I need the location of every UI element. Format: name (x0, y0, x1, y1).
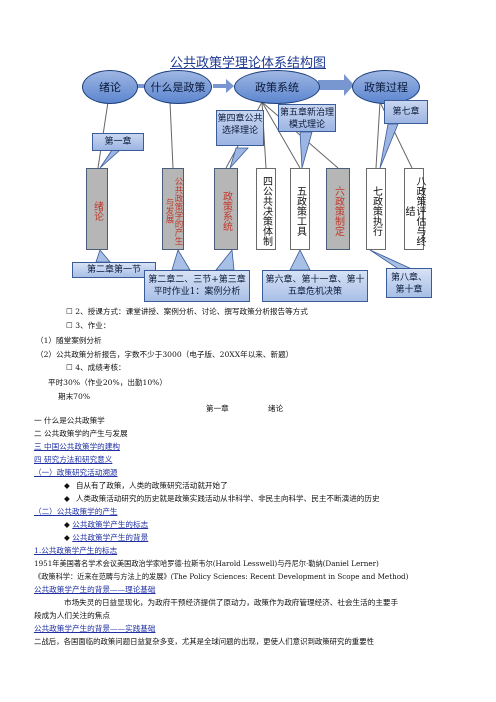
column-intro: 绪论 (86, 168, 108, 250)
line-assessment: ☐ 4、成绩考核： (66, 363, 126, 372)
line-final-score: 期末70% (58, 392, 91, 401)
arrow-right-icon (318, 74, 354, 96)
bullet-link-background: ◆ 公共政策学产生的背景 (64, 533, 149, 542)
line-homework: ☐ 3、作业： (66, 321, 111, 330)
toc-item-2: 二 公共政策学的产生与发展 (34, 429, 128, 438)
node-policy-process: 政策过程 (352, 70, 420, 104)
line-homework-1: （1）随堂案例分析 (36, 336, 102, 345)
paragraph-3: 二战后，各国面临的政策问题日益复杂多变，尤其是全球问题的出现，更使人们意识到政策… (34, 637, 374, 646)
arrow-right-icon (213, 79, 234, 93)
checkbox-icon: ☐ (66, 307, 76, 316)
section-link-origin[interactable]: （一）政策研究活动溯源 (34, 468, 118, 477)
bullet-item-1: 自从有了政策，人类的政策研究活动就开始了 (64, 480, 228, 491)
label-chapter-5: 第五章新治理模式理论 (278, 104, 336, 132)
bottom-box-ch8-ch10: 第八章、第十章 (386, 268, 432, 298)
diagram-connectors (95, 74, 415, 271)
line-regular-score: 平时30%（作业20%，出勤10%） (48, 378, 167, 387)
toc-link-4[interactable]: 四 研究方法和研究意义 (34, 455, 113, 464)
section-link-emergence[interactable]: （二）公共政策学的产生 (34, 507, 118, 516)
column-decision-system: 四公共决策体制 (256, 168, 276, 250)
checkbox-icon: ☐ (66, 321, 76, 330)
diagram-title: 公共政策学理论体系结构图 (169, 56, 326, 71)
paragraph-1-line-1: 1951年美国著名学术会议美国政治学家哈罗德·拉斯韦尔(Harold Lessw… (34, 559, 379, 568)
node-what-is-policy: 什么是政策 (144, 70, 212, 104)
column-implementation: 七政策执行 (366, 168, 386, 250)
subsection-link-sign[interactable]: 1.公共政策学产生的标志 (34, 546, 118, 555)
diamond-bullet-icon: ◆ (64, 520, 73, 529)
paragraph-1-line-2: 《政策科学：近来在范畴与方法上的发展》(The Policy Sciences:… (34, 572, 409, 581)
toc-link-3[interactable]: 三 中国公共政策学的建构 (34, 442, 120, 451)
bullet-item-2: 人类政策活动研究的历史就是政策实践活动从非科学、非民主向科学、民主不断演进的历史 (64, 493, 380, 504)
paragraph-2-line-1: 市场失灵的日益显现化，为政府干预经济提供了原动力，政策作为政府管理经济、社会生活… (64, 598, 399, 607)
bottom-box-ch2-s1: 第二章第一节 (72, 262, 156, 278)
chapter-heading-number: 第一章 (206, 404, 229, 413)
column-policy-tools: 五政策工具 (290, 168, 310, 250)
toc-item-1: 一 什么是公共政策学 (34, 416, 105, 425)
link-theory-basis[interactable]: 公共政策学产生的背景——理论基础 (34, 585, 156, 594)
label-chapter-4: 第四章公共选择理论 (216, 110, 264, 146)
column-policy-making: 六政策制定 (326, 168, 350, 250)
paragraph-2-line-2: 段成为人们关注的焦点 (34, 611, 110, 620)
column-evaluation: 八政策评估与终结 (403, 168, 425, 250)
label-chapter-7: 第七章 (384, 100, 428, 124)
node-policy-system: 政策系统 (234, 70, 320, 104)
bullet-link-sign: ◆ 公共政策学产生的标志 (64, 520, 149, 529)
label-chapter-1: 第一章 (92, 133, 144, 151)
node-intro: 绪论 (82, 70, 138, 104)
checkbox-icon: ☐ (66, 363, 76, 372)
column-emergence: 公共政策学的产生与发展 (162, 168, 184, 250)
chapter-heading-title: 绪论 (268, 404, 284, 413)
bottom-box-ch6-ch11-ch15: 第六章、第十一章、第十五章危机决策 (262, 270, 368, 302)
column-policy-system: 政策系统 (214, 168, 238, 250)
link-practice-basis[interactable]: 公共政策学产生的背景——实践基础 (34, 624, 156, 633)
bottom-box-ch2-ch3: 第二章二、三节+第三章平时作业1：案例分析 (144, 270, 250, 302)
line-teaching-method: ☐ 2、授课方式：课堂讲授、案例分析、讨论、撰写政策分析报告等方式 (66, 307, 308, 316)
diamond-bullet-icon: ◆ (64, 533, 73, 542)
line-homework-2: （2）公共政策分析报告，字数不少于3000（电子版、20XX年以来、新题） (36, 350, 294, 359)
